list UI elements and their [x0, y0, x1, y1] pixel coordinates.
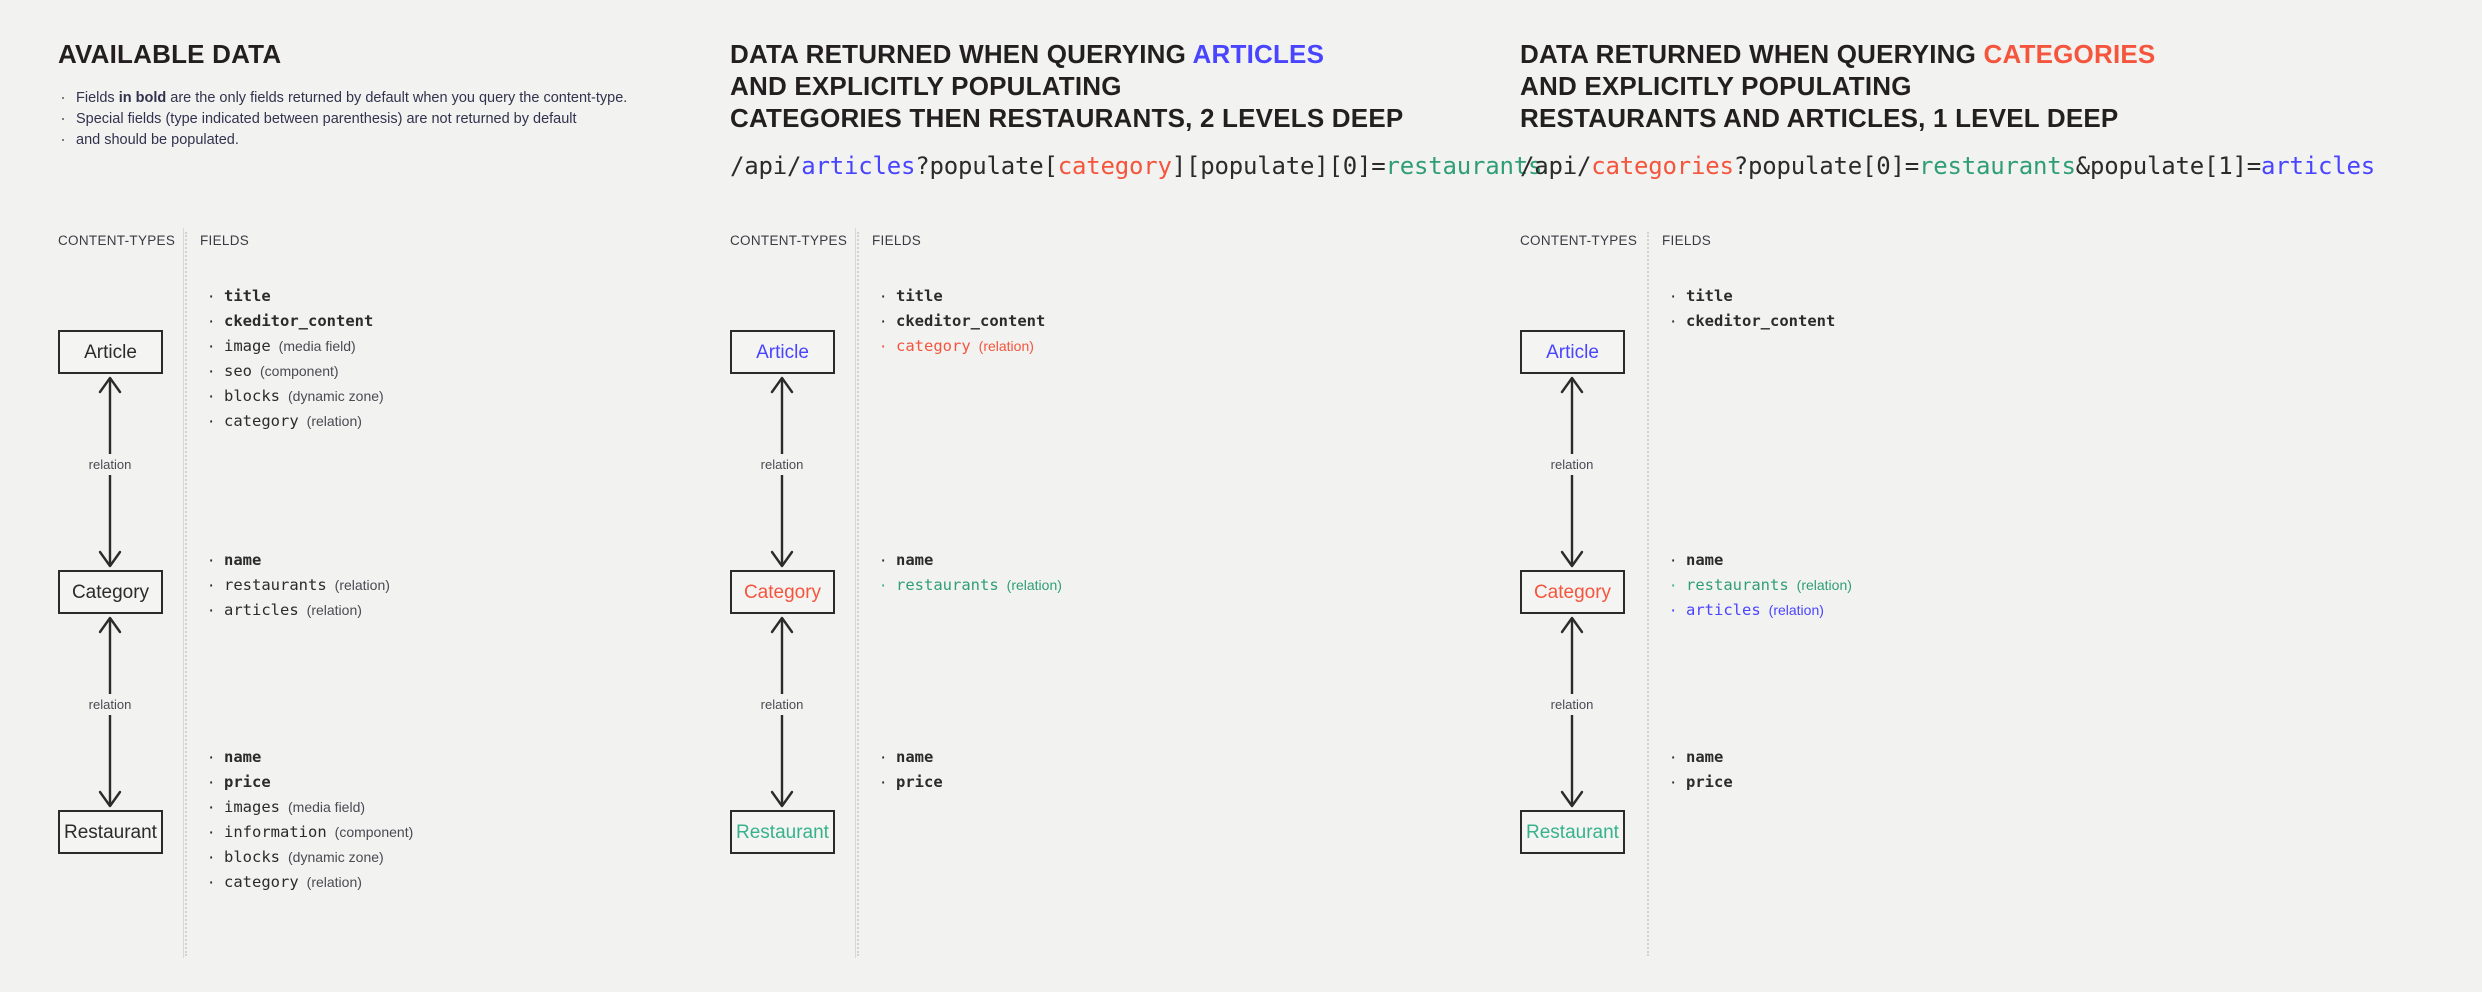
node-label: Restaurant	[1526, 821, 1619, 843]
content-type-node-category[interactable]: Category	[58, 570, 163, 614]
panel-title-line-1: DATA RETURNED WHEN QUERYING CATEGORIES	[1520, 39, 2156, 69]
field-list-article: title ckeditor_content category(relation…	[877, 284, 1053, 359]
panel-title-line-2: AND EXPLICITLY POPULATING	[1520, 71, 1912, 101]
relation-label: relation	[1546, 694, 1598, 715]
accent-categories: CATEGORIES	[1983, 39, 2156, 69]
node-label: Article	[756, 341, 809, 363]
caption-fields: FIELDS	[872, 233, 922, 248]
field-row: category(relation)	[205, 870, 413, 895]
field-row: restaurants(relation)	[205, 573, 390, 598]
intro-bullet: Fields in bold are the only fields retur…	[76, 88, 627, 108]
field-row: title	[1667, 284, 1843, 309]
api-url-articles: /api/articles?populate[category][populat…	[730, 152, 1543, 180]
node-label: Restaurant	[736, 821, 829, 843]
field-list-category: name restaurants(relation) articles(rela…	[205, 548, 390, 623]
column-divider	[1647, 232, 1649, 956]
field-list-article: title ckeditor_content image(media field…	[205, 284, 384, 434]
node-label: Restaurant	[64, 821, 157, 843]
field-list-restaurant: name price	[1667, 745, 1741, 795]
node-label: Category	[1533, 581, 1612, 603]
column-divider	[857, 232, 859, 956]
relation-arrow-category-restaurant: relation	[1546, 614, 1598, 810]
field-row: ckeditor_content	[205, 309, 384, 334]
field-list-article: title ckeditor_content	[1667, 284, 1843, 334]
field-row: name	[877, 548, 1062, 573]
node-label: Category	[743, 581, 822, 603]
content-type-node-restaurant[interactable]: Restaurant	[730, 810, 835, 854]
field-row: restaurants(relation)	[1667, 573, 1852, 598]
caption-content-types: CONTENT-TYPES	[1520, 233, 1638, 248]
caption-fields: FIELDS	[200, 233, 250, 248]
field-row: title	[877, 284, 1053, 309]
field-row: ckeditor_content	[1667, 309, 1843, 334]
field-row: category(relation)	[205, 409, 384, 434]
relation-label: relation	[1546, 454, 1598, 475]
content-type-node-article[interactable]: Article	[730, 330, 835, 374]
field-row: images(media field)	[205, 795, 413, 820]
field-row: name	[205, 548, 390, 573]
field-row: seo(component)	[205, 359, 384, 384]
panel-query-categories: DATA RETURNED WHEN QUERYING CATEGORIES A…	[1460, 0, 2482, 992]
field-row: price	[205, 770, 413, 795]
panel-title-line-1: DATA RETURNED WHEN QUERYING ARTICLES	[730, 39, 1325, 69]
content-type-node-article[interactable]: Article	[58, 330, 163, 374]
relation-label: relation	[756, 694, 808, 715]
panel-available-data: AVAILABLE DATA Fields in bold are the on…	[0, 0, 730, 992]
column-divider	[185, 232, 187, 956]
content-type-node-restaurant[interactable]: Restaurant	[58, 810, 163, 854]
field-row: information(component)	[205, 820, 413, 845]
panel-separator-1	[183, 228, 184, 958]
content-type-node-article[interactable]: Article	[1520, 330, 1625, 374]
field-row: ckeditor_content	[877, 309, 1053, 334]
field-row: name	[205, 745, 413, 770]
panel-title: AVAILABLE DATA	[58, 38, 281, 70]
field-row: price	[1667, 770, 1741, 795]
field-row: name	[1667, 548, 1852, 573]
field-row: articles(relation)	[1667, 598, 1852, 623]
relation-label: relation	[84, 694, 136, 715]
field-row: image(media field)	[205, 334, 384, 359]
relation-label: relation	[756, 454, 808, 475]
relation-arrow-article-category: relation	[1546, 374, 1598, 570]
field-list-category: name restaurants(relation)	[877, 548, 1062, 598]
caption-content-types: CONTENT-TYPES	[58, 233, 176, 248]
intro-bullet: Special fields (type indicated between p…	[76, 109, 627, 129]
panel-query-articles: DATA RETURNED WHEN QUERYING ARTICLES AND…	[730, 0, 1542, 992]
content-type-node-restaurant[interactable]: Restaurant	[1520, 810, 1625, 854]
panel-title-line-3: RESTAURANTS AND ARTICLES, 1 LEVEL DEEP	[1520, 103, 2119, 133]
node-label: Article	[1546, 341, 1599, 363]
field-row: category(relation)	[877, 334, 1053, 359]
relation-arrow-article-category: relation	[84, 374, 136, 570]
relation-label: relation	[84, 454, 136, 475]
field-row: price	[877, 770, 951, 795]
relation-arrow-category-restaurant: relation	[84, 614, 136, 810]
accent-articles: ARTICLES	[1192, 39, 1325, 69]
field-list-restaurant: name price	[877, 745, 951, 795]
field-row: restaurants(relation)	[877, 573, 1062, 598]
api-url-categories: /api/categories?populate[0]=restaurants&…	[1520, 152, 2375, 180]
panel-separator-2	[855, 228, 856, 958]
node-label: Category	[71, 581, 150, 603]
panel-title-line-2: AND EXPLICITLY POPULATING	[730, 71, 1122, 101]
field-list-restaurant: name price images(media field) informati…	[205, 745, 413, 895]
intro-bullet-continuation: and should be populated.	[76, 130, 627, 150]
node-label: Article	[84, 341, 137, 363]
field-row: title	[205, 284, 384, 309]
field-row: name	[877, 745, 951, 770]
panel-title-line-1: AVAILABLE DATA	[58, 39, 282, 69]
caption-fields: FIELDS	[1662, 233, 1712, 248]
field-row: articles(relation)	[205, 598, 390, 623]
intro-note: Fields in bold are the only fields retur…	[58, 88, 627, 151]
field-row: blocks(dynamic zone)	[205, 845, 413, 870]
content-type-node-category[interactable]: Category	[730, 570, 835, 614]
content-type-node-category[interactable]: Category	[1520, 570, 1625, 614]
panel-title-line-3: CATEGORIES THEN RESTAURANTS, 2 LEVELS DE…	[730, 103, 1404, 133]
field-row: name	[1667, 745, 1741, 770]
relation-arrow-article-category: relation	[756, 374, 808, 570]
caption-content-types: CONTENT-TYPES	[730, 233, 848, 248]
field-row: blocks(dynamic zone)	[205, 384, 384, 409]
field-list-category: name restaurants(relation) articles(rela…	[1667, 548, 1852, 623]
relation-arrow-category-restaurant: relation	[756, 614, 808, 810]
